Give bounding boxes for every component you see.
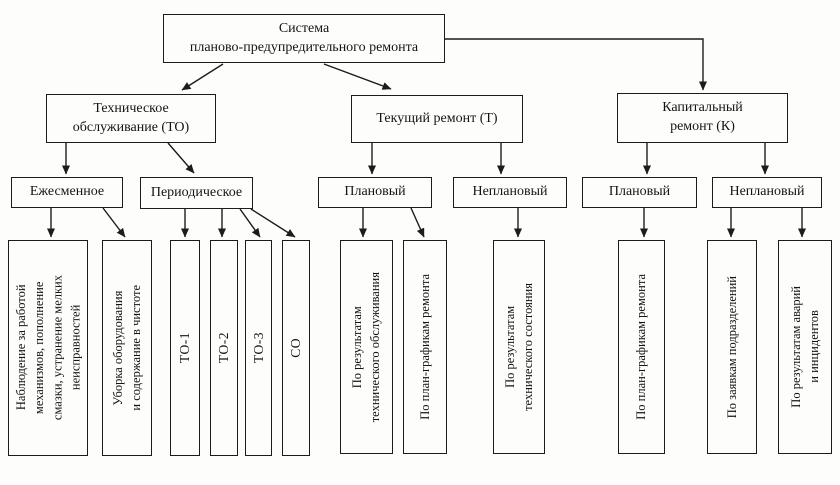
- node-system-ppr-label: Система планово-предупредительного ремон…: [189, 20, 419, 55]
- leaf-nablyudenie-label: Наблюдение за работой механизмов, пополн…: [13, 275, 83, 421]
- leaf-plan-grafiki-t: По план-графикам ремонта: [403, 240, 447, 454]
- leaf-po-rezultatam-to: По результатам технического обслуживания: [340, 240, 393, 454]
- node-capital-repair-label: Капитальный ремонт (К): [662, 100, 743, 134]
- node-t-planovyi: Плановый: [318, 177, 432, 208]
- leaf-nablyudenie: Наблюдение за работой механизмов, пополн…: [8, 240, 88, 456]
- leaf-uborka-label: Уборка оборудования и содержание в чисто…: [110, 285, 143, 411]
- node-current-repair-label: Текущий ремонт (Т): [376, 110, 498, 126]
- leaf-plan-grafiki-t-label: По план-графикам ремонта: [417, 274, 432, 420]
- leaf-avarii-label: По результатам аварий и инцидентов: [788, 286, 821, 408]
- leaf-plan-grafiki-k-label: По план-графикам ремонта: [634, 274, 649, 420]
- leaf-uborka: Уборка оборудования и содержание в чисто…: [102, 240, 152, 456]
- node-t-neplanovyi: Неплановый: [453, 177, 567, 208]
- node-periodicheskoe: Периодическое: [140, 177, 253, 209]
- node-k-neplanovyi: Неплановый: [712, 177, 822, 208]
- leaf-po-zayavkam-label: По заявкам подразделений: [724, 275, 739, 419]
- leaf-to-1: ТО-1: [170, 240, 200, 456]
- node-k-planovyi: Плановый: [582, 177, 697, 208]
- node-ezhesmennoe: Ежесменное: [11, 177, 123, 208]
- leaf-to-3: ТО-3: [245, 240, 272, 456]
- leaf-po-rezultatam-sostoyaniya: По результатам технического состояния: [493, 240, 545, 454]
- node-tech-maintenance-label: Техническое обслуживание (ТО): [72, 100, 190, 135]
- leaf-po-zayavkam: По заявкам подразделений: [707, 240, 757, 454]
- leaf-to-2-label: ТО-2: [216, 332, 232, 364]
- node-k-neplanovyi-label: Неплановый: [729, 184, 805, 200]
- node-capital-repair: Капитальный ремонт (К): [617, 93, 788, 143]
- node-system-ppr: Система планово-предупредительного ремон…: [163, 14, 445, 63]
- node-t-neplanovyi-label: Неплановый: [472, 184, 548, 200]
- node-current-repair: Текущий ремонт (Т): [351, 95, 523, 143]
- node-tech-maintenance: Техническое обслуживание (ТО): [46, 94, 216, 143]
- leaf-to-2: ТО-2: [210, 240, 238, 456]
- leaf-so: СО: [282, 240, 310, 456]
- node-ezhesmennoe-label: Ежесменное: [29, 184, 105, 200]
- leaf-to-3-label: ТО-3: [250, 332, 266, 364]
- leaf-to-1-label: ТО-1: [177, 332, 193, 364]
- leaf-so-label: СО: [288, 338, 304, 358]
- node-periodicheskoe-label: Периодическое: [150, 184, 243, 200]
- node-k-planovyi-label: Плановый: [608, 184, 671, 200]
- leaf-plan-grafiki-k: По план-графикам ремонта: [618, 240, 665, 454]
- leaf-po-rezultatam-to-label: По результатам технического обслуживания: [350, 271, 383, 423]
- leaf-avarii: По результатам аварий и инцидентов: [778, 240, 832, 454]
- node-t-planovyi-label: Плановый: [344, 184, 406, 200]
- leaf-po-rezultatam-sostoyaniya-label: По результатам технического состояния: [502, 283, 535, 411]
